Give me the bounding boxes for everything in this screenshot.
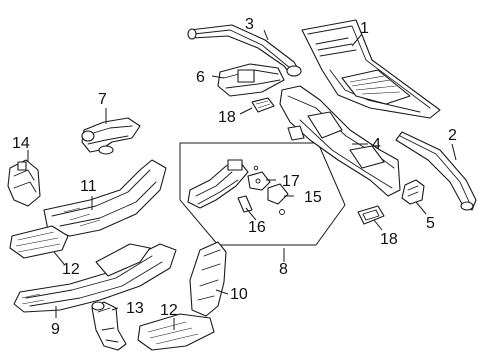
callout-18-lower: 18: [380, 231, 398, 248]
callout-5: 5: [426, 215, 435, 232]
callout-14: 14: [12, 135, 30, 152]
part-18-gasket-upper: [251, 97, 275, 113]
part-15-bracket: [267, 183, 289, 215]
part-3-curved-tube: [187, 24, 302, 77]
callout-16: 16: [248, 219, 266, 236]
part-12-duct-outlet-lower: [137, 313, 215, 351]
callout-6: 6: [196, 69, 205, 86]
callout-2: 2: [448, 127, 457, 144]
part-12-duct-outlet-upper: [9, 225, 69, 259]
callout-3: 3: [245, 16, 254, 33]
callout-4: 4: [372, 136, 381, 153]
part-14-bracket: [7, 159, 41, 207]
part-7-elbow-duct: [81, 117, 141, 155]
callout-17: 17: [282, 173, 300, 190]
callout-12-lower: 12: [160, 302, 178, 319]
callout-18-upper: 18: [218, 109, 236, 126]
part-16-pin: [237, 165, 259, 213]
part-11-floor-duct-upper: [43, 159, 167, 237]
callout-8: 8: [279, 261, 288, 278]
part-9-rear-floor-duct: [13, 243, 177, 313]
callout-1: 1: [360, 20, 369, 37]
callout-labels: 1 2 3 4 5 6 7 8 9 10 11 12 12 13 14 15 1…: [12, 16, 457, 338]
callout-9: 9: [51, 321, 60, 338]
part-1-defroster-duct: [301, 19, 441, 119]
part-4-center-duct: [279, 85, 401, 197]
part-13-small-elbow: [91, 301, 127, 351]
part-6-connector-duct: [217, 63, 285, 97]
callout-15: 15: [304, 189, 322, 206]
callout-7: 7: [98, 91, 107, 108]
part-5-vent-clip: [401, 179, 425, 205]
part-18-gasket-lower: [357, 205, 385, 225]
part-2-side-duct: [395, 131, 477, 211]
kit-duct-assembly: [187, 159, 249, 209]
callout-11: 11: [80, 178, 97, 195]
part-10-rear-riser-duct: [189, 241, 227, 317]
part-17-clip: [247, 171, 271, 191]
leader-lines: [27, 29, 457, 330]
callout-10: 10: [230, 286, 248, 303]
callout-12-upper: 12: [62, 261, 80, 278]
callout-13: 13: [126, 300, 144, 317]
